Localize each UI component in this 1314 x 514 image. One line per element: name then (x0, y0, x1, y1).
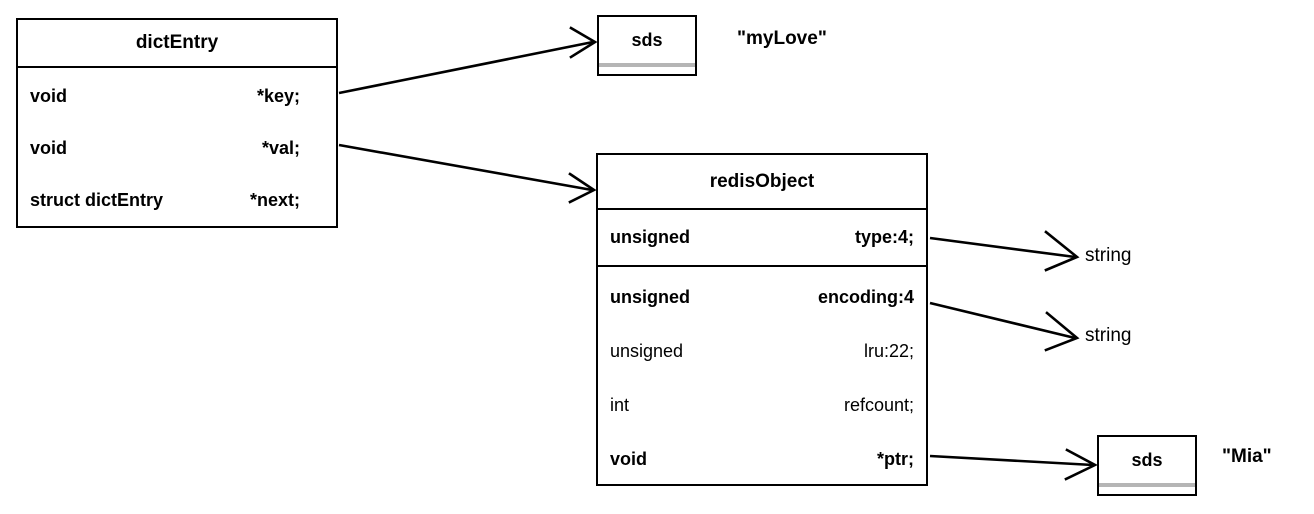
field-name: type:4; (854, 227, 914, 247)
connector-encoding-to-string (929, 301, 1080, 352)
dict-entry-header-divider (18, 66, 336, 68)
dict-entry-title: dictEntry (135, 32, 219, 53)
dict-entry-field-next: struct dictEntry *next; (18, 174, 336, 226)
annotation-encoding-string: string (1085, 325, 1132, 346)
connector-ptr-to-sds (929, 448, 1098, 481)
redis-object-field-refcount: int refcount; (598, 378, 926, 432)
annotation-type-string: string (1085, 245, 1132, 266)
sds-ptr-body (1099, 487, 1195, 494)
field-name: *ptr; (877, 448, 914, 469)
dict-entry-field-key: void *key; (18, 70, 336, 122)
field-type: void (610, 448, 648, 469)
redis-object-title: redisObject (709, 170, 815, 192)
field-name: refcount; (843, 394, 914, 415)
sds-key-title: sds (631, 29, 663, 50)
redis-object-section-type: unsigned type:4; (598, 210, 926, 265)
redis-object-field-encoding: unsigned encoding:4 (598, 270, 926, 324)
sds-key-rule (599, 63, 695, 67)
sds-key-body (599, 67, 695, 74)
field-type: unsigned (610, 340, 684, 361)
connector-type-to-string (929, 230, 1080, 272)
field-name: lru:22; (863, 340, 914, 361)
redis-object-section-divider (598, 265, 926, 267)
field-type: unsigned (610, 227, 690, 247)
sds-ptr-box: sds (1097, 435, 1197, 496)
field-type: struct dictEntry (30, 189, 164, 210)
sds-key-literal-value: "myLove" (737, 28, 827, 49)
redis-object-header-divider (598, 208, 926, 210)
field-type: void (30, 137, 68, 158)
redis-object-section-rest: unsigned encoding:4 unsigned lru:22; int… (598, 267, 926, 486)
field-name: encoding:4 (817, 286, 914, 307)
sds-ptr-literal-value: "Mia" (1222, 446, 1272, 467)
field-type: int (610, 394, 630, 415)
field-name: *key; (256, 85, 300, 106)
redis-object-box: redisObject unsigned type:4; unsigned en… (596, 153, 928, 486)
sds-ptr-title: sds (1131, 449, 1163, 470)
dict-entry-box: dictEntry void *key; void *val; struct d… (16, 18, 338, 228)
redis-object-field-type: unsigned type:4; (598, 210, 926, 265)
field-type: unsigned (610, 286, 690, 307)
dict-entry-fields: void *key; void *val; struct dictEntry *… (18, 68, 336, 228)
sds-ptr-rule (1099, 483, 1195, 487)
redis-object-field-lru: unsigned lru:22; (598, 324, 926, 378)
connector-val-to-redisobject (338, 143, 597, 204)
dict-entry-field-val: void *val; (18, 122, 336, 174)
sds-key-box: sds (597, 15, 697, 76)
field-name: *next; (249, 189, 300, 210)
field-type: void (30, 85, 68, 106)
redis-object-field-ptr: void *ptr; (598, 432, 926, 486)
connector-key-to-sds (338, 26, 598, 95)
field-name: *val; (261, 137, 300, 158)
